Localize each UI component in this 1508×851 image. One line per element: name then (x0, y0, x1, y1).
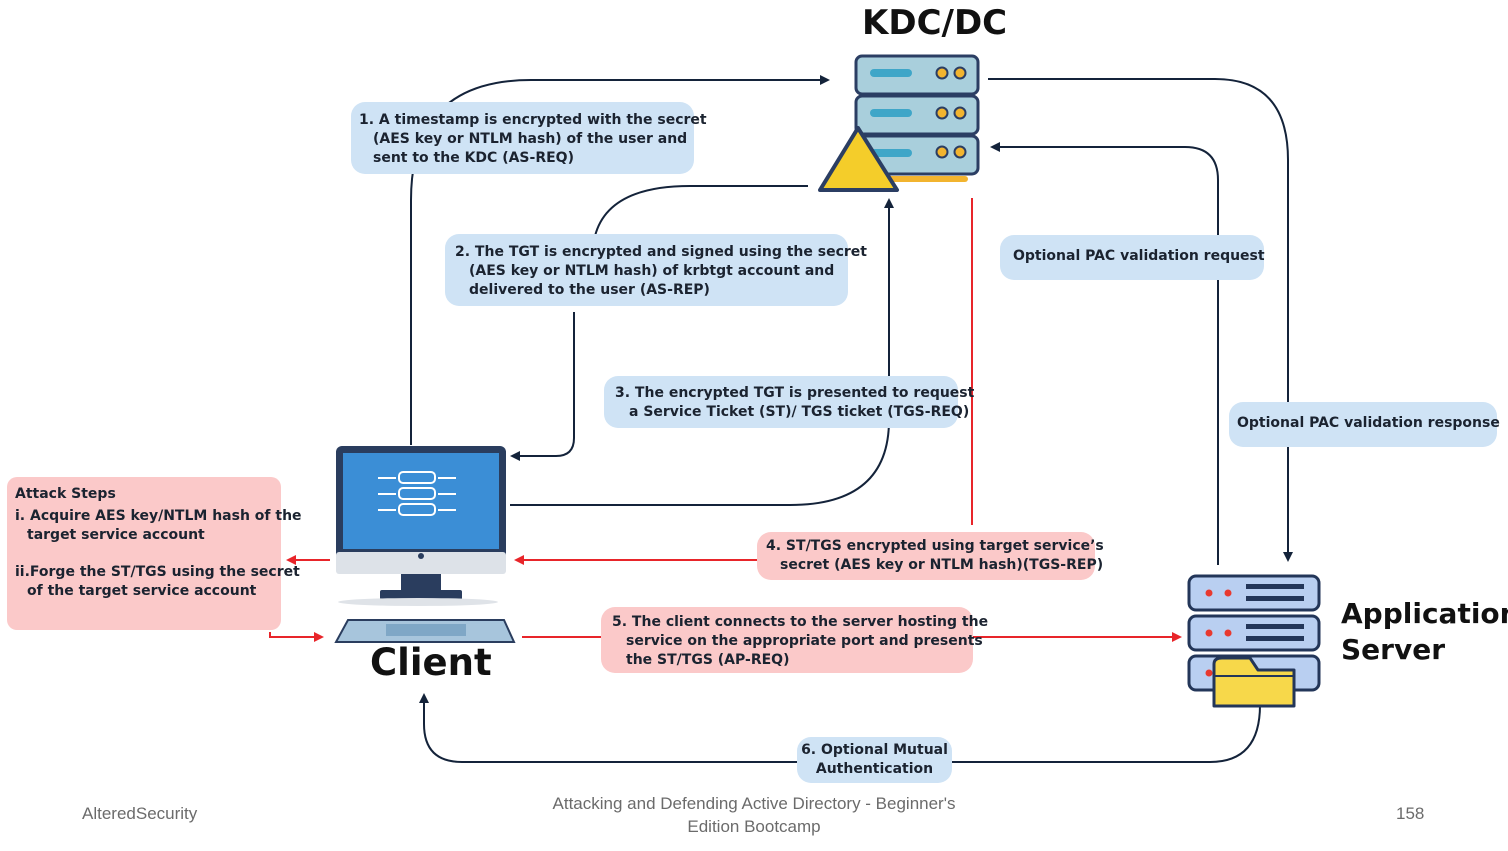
step2-line3: delivered to the user (AS-REP) (469, 282, 710, 298)
step3-box: 3. The encrypted TGT is presented to req… (604, 376, 975, 428)
step4-line1: 4. ST/TGS encrypted using target service… (766, 538, 1104, 554)
kdc-server-icon (854, 54, 980, 182)
client-title: Client (370, 641, 492, 684)
step6-line1: 6. Optional Mutual (801, 742, 948, 758)
step4-line2: secret (AES key or NTLM hash)(TGS-REP) (780, 557, 1104, 573)
attack-item2-line2: of the target service account (27, 583, 257, 599)
pac-request-text: Optional PAC validation request (1013, 248, 1265, 264)
step1-line2: (AES key or NTLM hash) of the user and (373, 131, 688, 147)
arrow-as-rep-down (510, 312, 575, 461)
pac-response-text: Optional PAC validation response (1237, 415, 1500, 431)
app-server-title: Application Server (1341, 596, 1508, 668)
attack-steps-box: Attack Steps i. Acquire AES key/NTLM has… (7, 477, 302, 630)
pac-response-box: Optional PAC validation response (1229, 402, 1500, 447)
warning-icon (818, 126, 899, 192)
step1-line3: sent to the KDC (AS-REQ) (373, 150, 574, 166)
arrow-as-rep (594, 185, 808, 237)
page-number: 158 (1396, 804, 1425, 823)
folder-icon (1212, 656, 1296, 708)
attack-item1-line2: target service account (27, 527, 205, 543)
app-server-title-line2: Server (1341, 633, 1446, 666)
arrow-pac-response (988, 78, 1293, 562)
pac-request-box: Optional PAC validation request (1000, 235, 1265, 280)
step2-line2: (AES key or NTLM hash) of krbtgt account… (469, 263, 835, 279)
footer-course-title: Attacking and Defending Active Directory… (540, 792, 968, 838)
attack-item1-line1: i. Acquire AES key/NTLM hash of the (15, 508, 302, 524)
attack-steps-heading: Attack Steps (15, 486, 116, 502)
step2-line1: 2. The TGT is encrypted and signed using… (455, 244, 867, 260)
step2-box: 2. The TGT is encrypted and signed using… (445, 234, 867, 306)
step1-line1: 1. A timestamp is encrypted with the sec… (359, 112, 707, 128)
step5-line1: 5. The client connects to the server hos… (612, 614, 989, 630)
step3-line1: 3. The encrypted TGT is presented to req… (615, 385, 975, 401)
step1-box: 1. A timestamp is encrypted with the sec… (351, 102, 707, 174)
app-server-title-line1: Application (1341, 597, 1508, 630)
footer-course-line1: Attacking and Defending Active Directory… (552, 794, 956, 813)
step3-line2: a Service Ticket (ST)/ TGS ticket (TGS-R… (629, 404, 970, 420)
attack-item2-line1: ii.Forge the ST/TGS using the secret (15, 564, 300, 580)
step4-box: 4. ST/TGS encrypted using target service… (757, 532, 1104, 580)
kdc-title: KDC/DC (862, 3, 1008, 43)
step5-line2: service on the appropriate port and pres… (626, 633, 983, 649)
footer-brand: AlteredSecurity (82, 804, 198, 823)
step6-box: 6. Optional Mutual Authentication (797, 737, 952, 783)
client-monitor-icon (334, 446, 516, 643)
step6-line2: Authentication (815, 761, 934, 777)
step5-box: 5. The client connects to the server hos… (601, 607, 989, 673)
arrow-tgs-req (510, 198, 894, 506)
step5-line3: the ST/TGS (AP-REQ) (626, 652, 790, 668)
arrow-attack-in (269, 632, 324, 642)
footer-course-line2: Edition Bootcamp (687, 817, 821, 836)
arrow-pac-request (990, 142, 1219, 565)
